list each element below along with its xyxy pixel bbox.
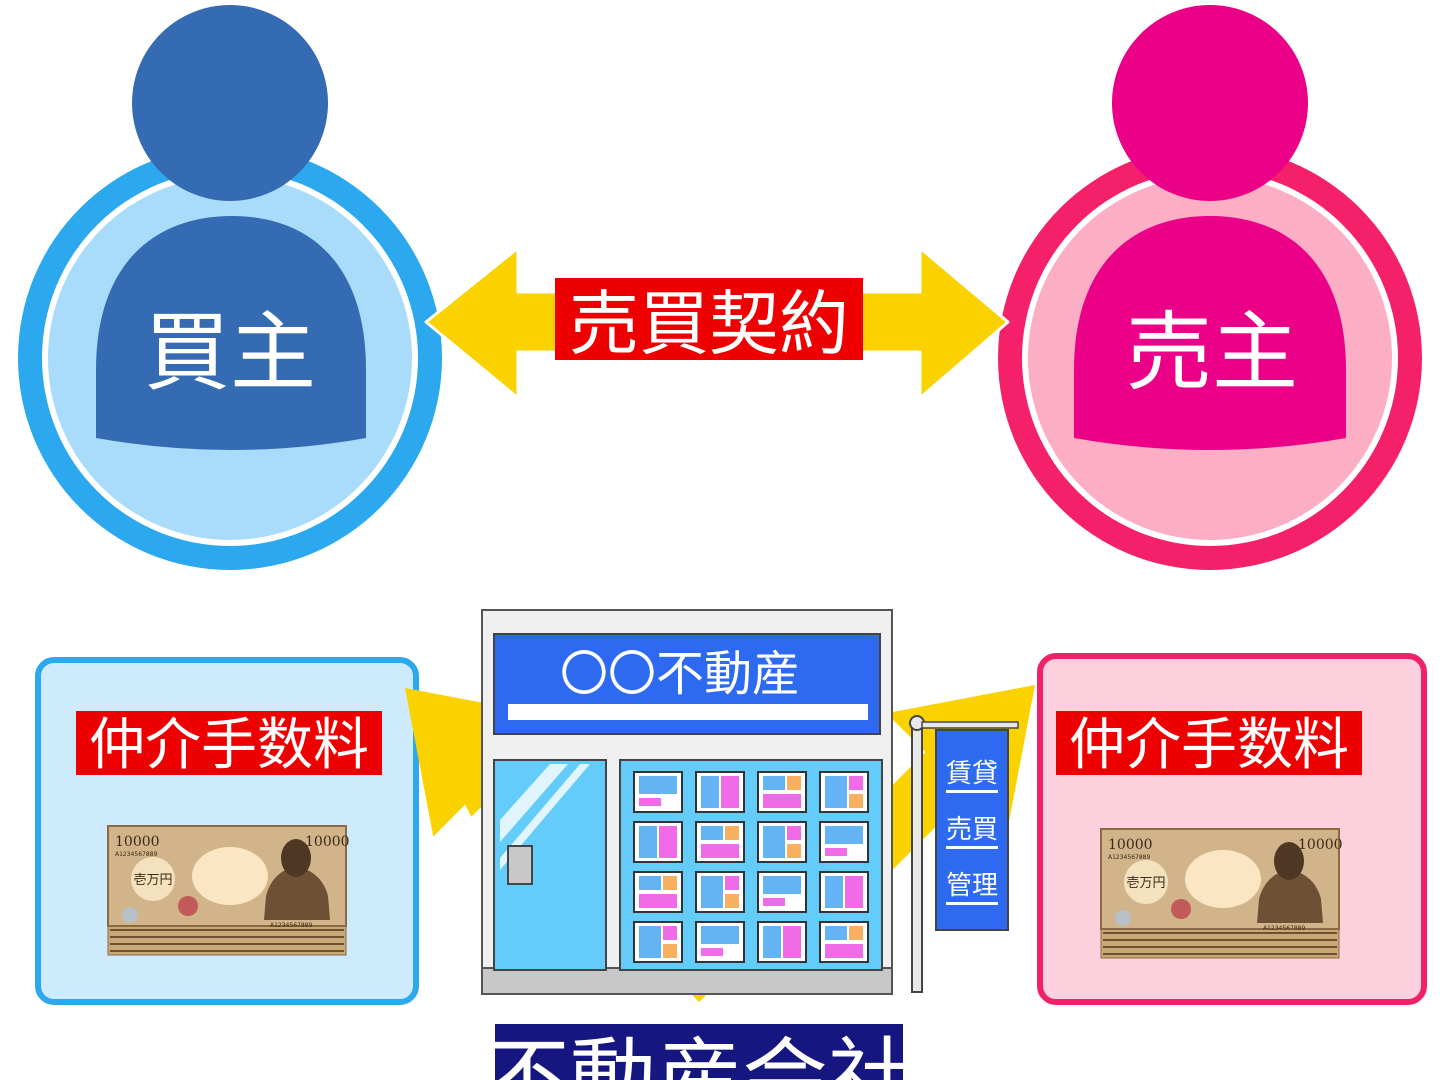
listing-card-block — [763, 926, 781, 958]
listing-card-block — [849, 926, 863, 940]
company-label-group: 不動産会社 — [484, 1024, 914, 1080]
listing-card-block — [663, 944, 677, 958]
listing-card-block — [639, 926, 661, 958]
banknote-seal — [131, 857, 175, 901]
listing-card-block — [763, 876, 801, 894]
listing-card-block — [845, 876, 863, 908]
buyer-body-icon — [96, 216, 366, 450]
listing-card-block — [725, 894, 739, 908]
seller-label: 売主 — [1126, 303, 1298, 403]
listing-card-block — [783, 926, 801, 958]
buyer-label: 買主 — [144, 303, 316, 403]
listing-card-block — [825, 926, 847, 940]
banknote-serial-2: A1234567889 — [270, 922, 312, 929]
banknote-name: 壱万円 — [133, 873, 172, 888]
banknote-watermark — [1185, 850, 1261, 908]
listing-card-block — [701, 876, 723, 908]
banknote-seal — [1124, 860, 1168, 904]
flag-item-2: 売買 — [946, 815, 998, 845]
buyer-head-icon — [132, 5, 328, 201]
banknote-serial: A1234567889 — [1108, 854, 1150, 861]
listing-card-block — [659, 826, 677, 858]
listing-card-block — [825, 848, 847, 856]
real-estate-office: 〇〇不動産 — [481, 609, 893, 995]
office-sign-stripe — [508, 704, 868, 720]
listing-card-block — [663, 876, 677, 890]
company-label: 不動産会社 — [484, 1029, 914, 1080]
listing-card-block — [663, 926, 677, 940]
listing-card-block — [849, 794, 863, 808]
banknote-portrait-body — [264, 866, 330, 920]
door-handle — [507, 845, 533, 885]
listing-card-block — [787, 826, 801, 840]
listing-card-block — [825, 826, 863, 844]
listing-card-block — [701, 826, 723, 840]
banknote-denomination: 10000 — [115, 834, 160, 850]
seller-figure: 売主 — [998, 5, 1422, 570]
banknote-serial: A1234567889 — [115, 851, 157, 858]
banknote-stack-left: 10000 10000 A1234567889 A1234567889 壱万円 — [107, 825, 350, 956]
listing-card-block — [701, 948, 723, 956]
listing-card-block — [763, 776, 785, 790]
banknote-portrait-head — [1274, 842, 1304, 880]
listing-card-block — [725, 826, 739, 840]
banknote-hologram — [122, 907, 138, 923]
seller-head-icon — [1112, 5, 1308, 201]
banknote-stamp — [1171, 899, 1191, 919]
listing-card-block — [639, 798, 661, 806]
listing-card-block — [787, 776, 801, 790]
listing-card-block — [787, 844, 801, 858]
banknote-hologram — [1115, 910, 1131, 926]
flag-banner — [935, 729, 1009, 931]
flag-item-3: 管理 — [946, 871, 998, 901]
flag-item-1: 賃貸 — [946, 759, 998, 789]
banknote-denomination-2: 10000 — [305, 834, 350, 850]
property-listings — [633, 771, 869, 963]
banknote-stack-right: 10000 10000 A1234567889 A1234567889 壱万円 — [1100, 828, 1343, 959]
office-base — [481, 967, 893, 995]
flag-pole — [911, 719, 923, 993]
contract-label-bg — [555, 278, 863, 360]
listing-card-block — [849, 776, 863, 790]
listing-card-block — [639, 776, 677, 794]
listing-card-block — [825, 776, 847, 808]
banknote-name: 壱万円 — [1126, 876, 1165, 891]
commission-left-label: 仲介手数料 — [89, 713, 369, 778]
commission-left-label-bg — [76, 711, 382, 775]
listing-card-block — [639, 894, 677, 908]
listing-card-block — [725, 876, 739, 890]
listing-card-block — [825, 876, 843, 908]
contract-double-arrow: 売買契約 — [424, 246, 1010, 400]
listing-card-block — [639, 826, 657, 858]
buyer-figure: 買主 — [18, 5, 442, 570]
listing-card-block — [763, 794, 801, 808]
listing-card-block — [721, 776, 739, 808]
banknote-denomination: 10000 — [1108, 837, 1153, 853]
office-flag: 賃貸 売買 管理 — [909, 715, 1019, 993]
listing-card-block — [701, 776, 719, 808]
listing-card-block — [701, 844, 739, 858]
listing-card-block — [639, 876, 661, 890]
banknote-portrait-head — [281, 839, 311, 877]
commission-right-label: 仲介手数料 — [1069, 713, 1349, 778]
banknote-stamp — [178, 896, 198, 916]
banknote-serial-2: A1234567889 — [1263, 925, 1305, 932]
banknote-denomination-2: 10000 — [1298, 837, 1343, 853]
company-label-bg — [495, 1024, 903, 1080]
banknote-watermark — [192, 847, 268, 905]
listing-card-block — [701, 926, 739, 944]
contract-label: 売買契約 — [569, 283, 849, 365]
office-sign-text: 〇〇不動産 — [560, 646, 800, 702]
listing-card-block — [763, 898, 785, 906]
listing-card-block — [825, 944, 863, 958]
seller-body-icon — [1074, 216, 1346, 450]
listing-card-block — [763, 826, 785, 858]
banknote-portrait-body — [1257, 869, 1323, 923]
commission-right-label-bg — [1056, 711, 1362, 775]
